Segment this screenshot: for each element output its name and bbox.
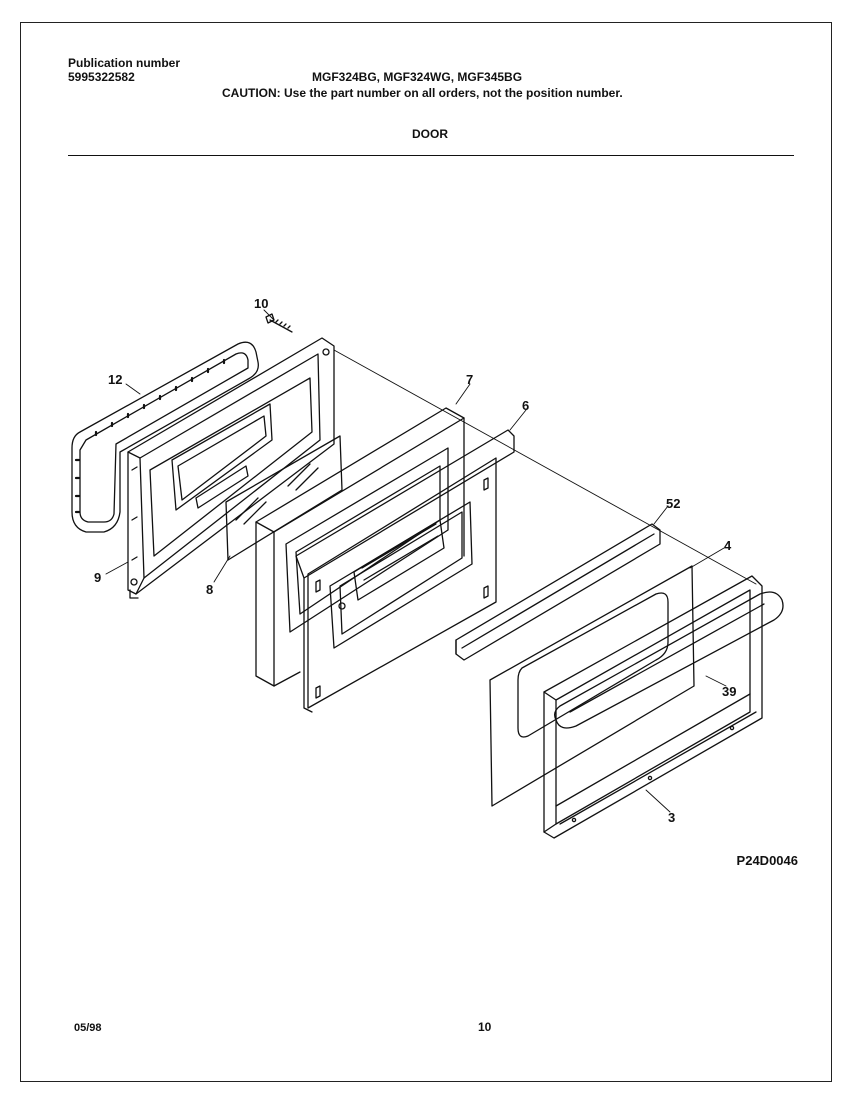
leader-lines <box>105 309 757 813</box>
callout-8: 8 <box>206 582 213 597</box>
callout-3: 3 <box>668 810 675 825</box>
part-10-screw <box>265 313 293 333</box>
drawing-code: P24D0046 <box>736 853 798 868</box>
section-title: DOOR <box>412 127 448 141</box>
callout-12: 12 <box>108 372 122 387</box>
callout-39: 39 <box>722 684 736 699</box>
callout-labels: 10 12 7 6 9 8 52 4 39 3 <box>94 296 736 825</box>
page-number: 10 <box>478 1020 492 1034</box>
part-12-door-gasket <box>71 341 259 533</box>
callout-4: 4 <box>724 538 732 553</box>
part-3-outer-frame <box>543 575 763 839</box>
part-4-inner-panel <box>489 565 695 807</box>
callout-10: 10 <box>254 296 268 311</box>
model-numbers: MGF324BG, MGF324WG, MGF345BG <box>312 70 523 84</box>
part-39-door-handle <box>554 591 784 729</box>
callout-7: 7 <box>466 372 473 387</box>
part-7-outer-door-panel <box>255 407 465 687</box>
callout-6: 6 <box>522 398 529 413</box>
caution-note: CAUTION: Use the part number on all orde… <box>222 86 623 100</box>
publication-number: 5995322582 <box>68 70 135 84</box>
header-divider <box>68 155 794 156</box>
part-52-hinge-channel <box>455 523 661 661</box>
page-border <box>20 22 832 1082</box>
publication-label: Publication number <box>68 56 181 70</box>
part-9-inner-door-frame <box>127 337 335 599</box>
part-8-window-glass <box>225 435 343 561</box>
callout-9: 9 <box>94 570 101 585</box>
callout-52: 52 <box>666 496 680 511</box>
footer-date: 05/98 <box>74 1022 102 1034</box>
part-6-door-trim <box>295 429 515 713</box>
